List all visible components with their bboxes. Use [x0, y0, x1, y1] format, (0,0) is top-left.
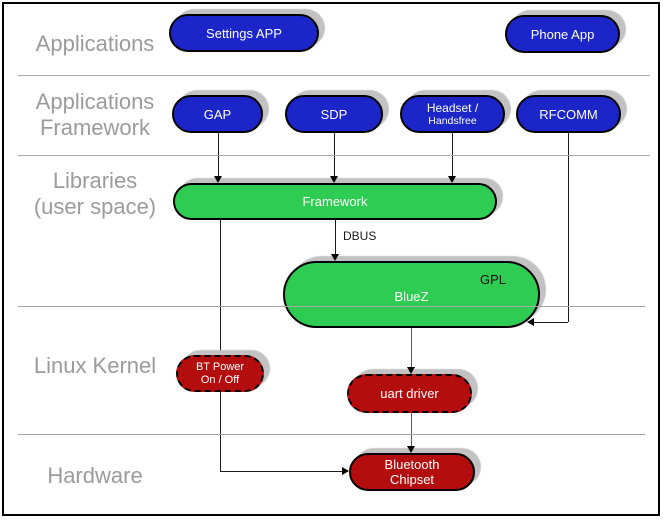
node-uart-driver: uart driver [347, 374, 472, 413]
layer-label-applications-framework: Applications Framework [10, 89, 180, 141]
node-label: uart driver [380, 386, 439, 401]
connector-framework-chipset-vertical [220, 220, 221, 471]
layer-label-text: (user space) [33, 194, 157, 219]
layer-label-hardware: Hardware [10, 463, 180, 489]
node-sdp: SDP [285, 95, 383, 133]
arrowhead-sdp-framework [330, 176, 338, 183]
layer-label-text: Applications [35, 31, 155, 56]
connector-framework-chipset-horizontal [220, 471, 342, 472]
layer-label-libraries: Libraries (user space) [10, 168, 180, 220]
divider-kernel [18, 434, 645, 435]
node-label: SDP [320, 106, 348, 122]
arrowhead-rfcomm-bluez [527, 318, 534, 326]
arrowhead-gap-framework [214, 176, 222, 183]
arrowhead-dbus-bluez [331, 254, 339, 261]
node-label: Chipset [389, 472, 435, 487]
node-label: Settings APP [206, 25, 282, 41]
divider-applications [18, 75, 650, 76]
layer-label-text: Applications [35, 89, 155, 114]
dbus-edge-label: DBUS [343, 229, 377, 243]
connector-rfcomm-bluez-vertical [568, 133, 569, 322]
node-label: BT Power [195, 360, 245, 373]
node-label: Phone App [530, 26, 595, 42]
node-bt-power: BT Power On / Off [176, 355, 264, 392]
layer-label-text: Linux Kernel [33, 353, 157, 378]
layer-label-text: Hardware [47, 463, 143, 488]
divider-libraries [18, 306, 645, 307]
node-phone-app: Phone App [505, 15, 620, 53]
arrowhead-uart-chipset [407, 446, 415, 453]
gpl-tag: GPL [479, 272, 506, 287]
layer-label-text: Framework [39, 115, 150, 140]
connector-bluez-uart [411, 328, 412, 368]
connector-uart-chipset [411, 413, 412, 447]
node-label: Framework [302, 194, 368, 209]
layer-label-applications: Applications [10, 31, 180, 57]
connector-framework-bluez-dbus [335, 220, 336, 255]
diagram-border [2, 2, 660, 516]
arrowhead-into-chipset [342, 467, 349, 475]
node-rfcomm: RFCOMM [516, 95, 621, 133]
layer-label-linux-kernel: Linux Kernel [10, 353, 180, 379]
connector-rfcomm-bluez-horizontal [534, 322, 568, 323]
node-label: RFCOMM [539, 106, 598, 122]
layer-label-text: Libraries [52, 168, 138, 193]
arrowhead-headset-framework [448, 176, 456, 183]
node-label: Headset / [426, 101, 479, 115]
node-gap: GAP [172, 95, 263, 133]
node-label: On / Off [200, 373, 240, 386]
node-label: Handsfree [428, 115, 477, 127]
node-bluetooth-chipset: Bluetooth Chipset [349, 453, 475, 491]
node-framework: Framework [173, 183, 497, 220]
divider-framework [18, 155, 650, 156]
node-label: GAP [203, 106, 232, 122]
node-headset-handsfree: Headset / Handsfree [400, 95, 505, 133]
node-bluez: BlueZ GPL [283, 261, 540, 328]
arrowhead-bluez-uart [407, 367, 415, 374]
node-label: BlueZ [394, 289, 429, 304]
node-label: Bluetooth [384, 457, 440, 472]
node-settings-app: Settings APP [169, 14, 319, 52]
